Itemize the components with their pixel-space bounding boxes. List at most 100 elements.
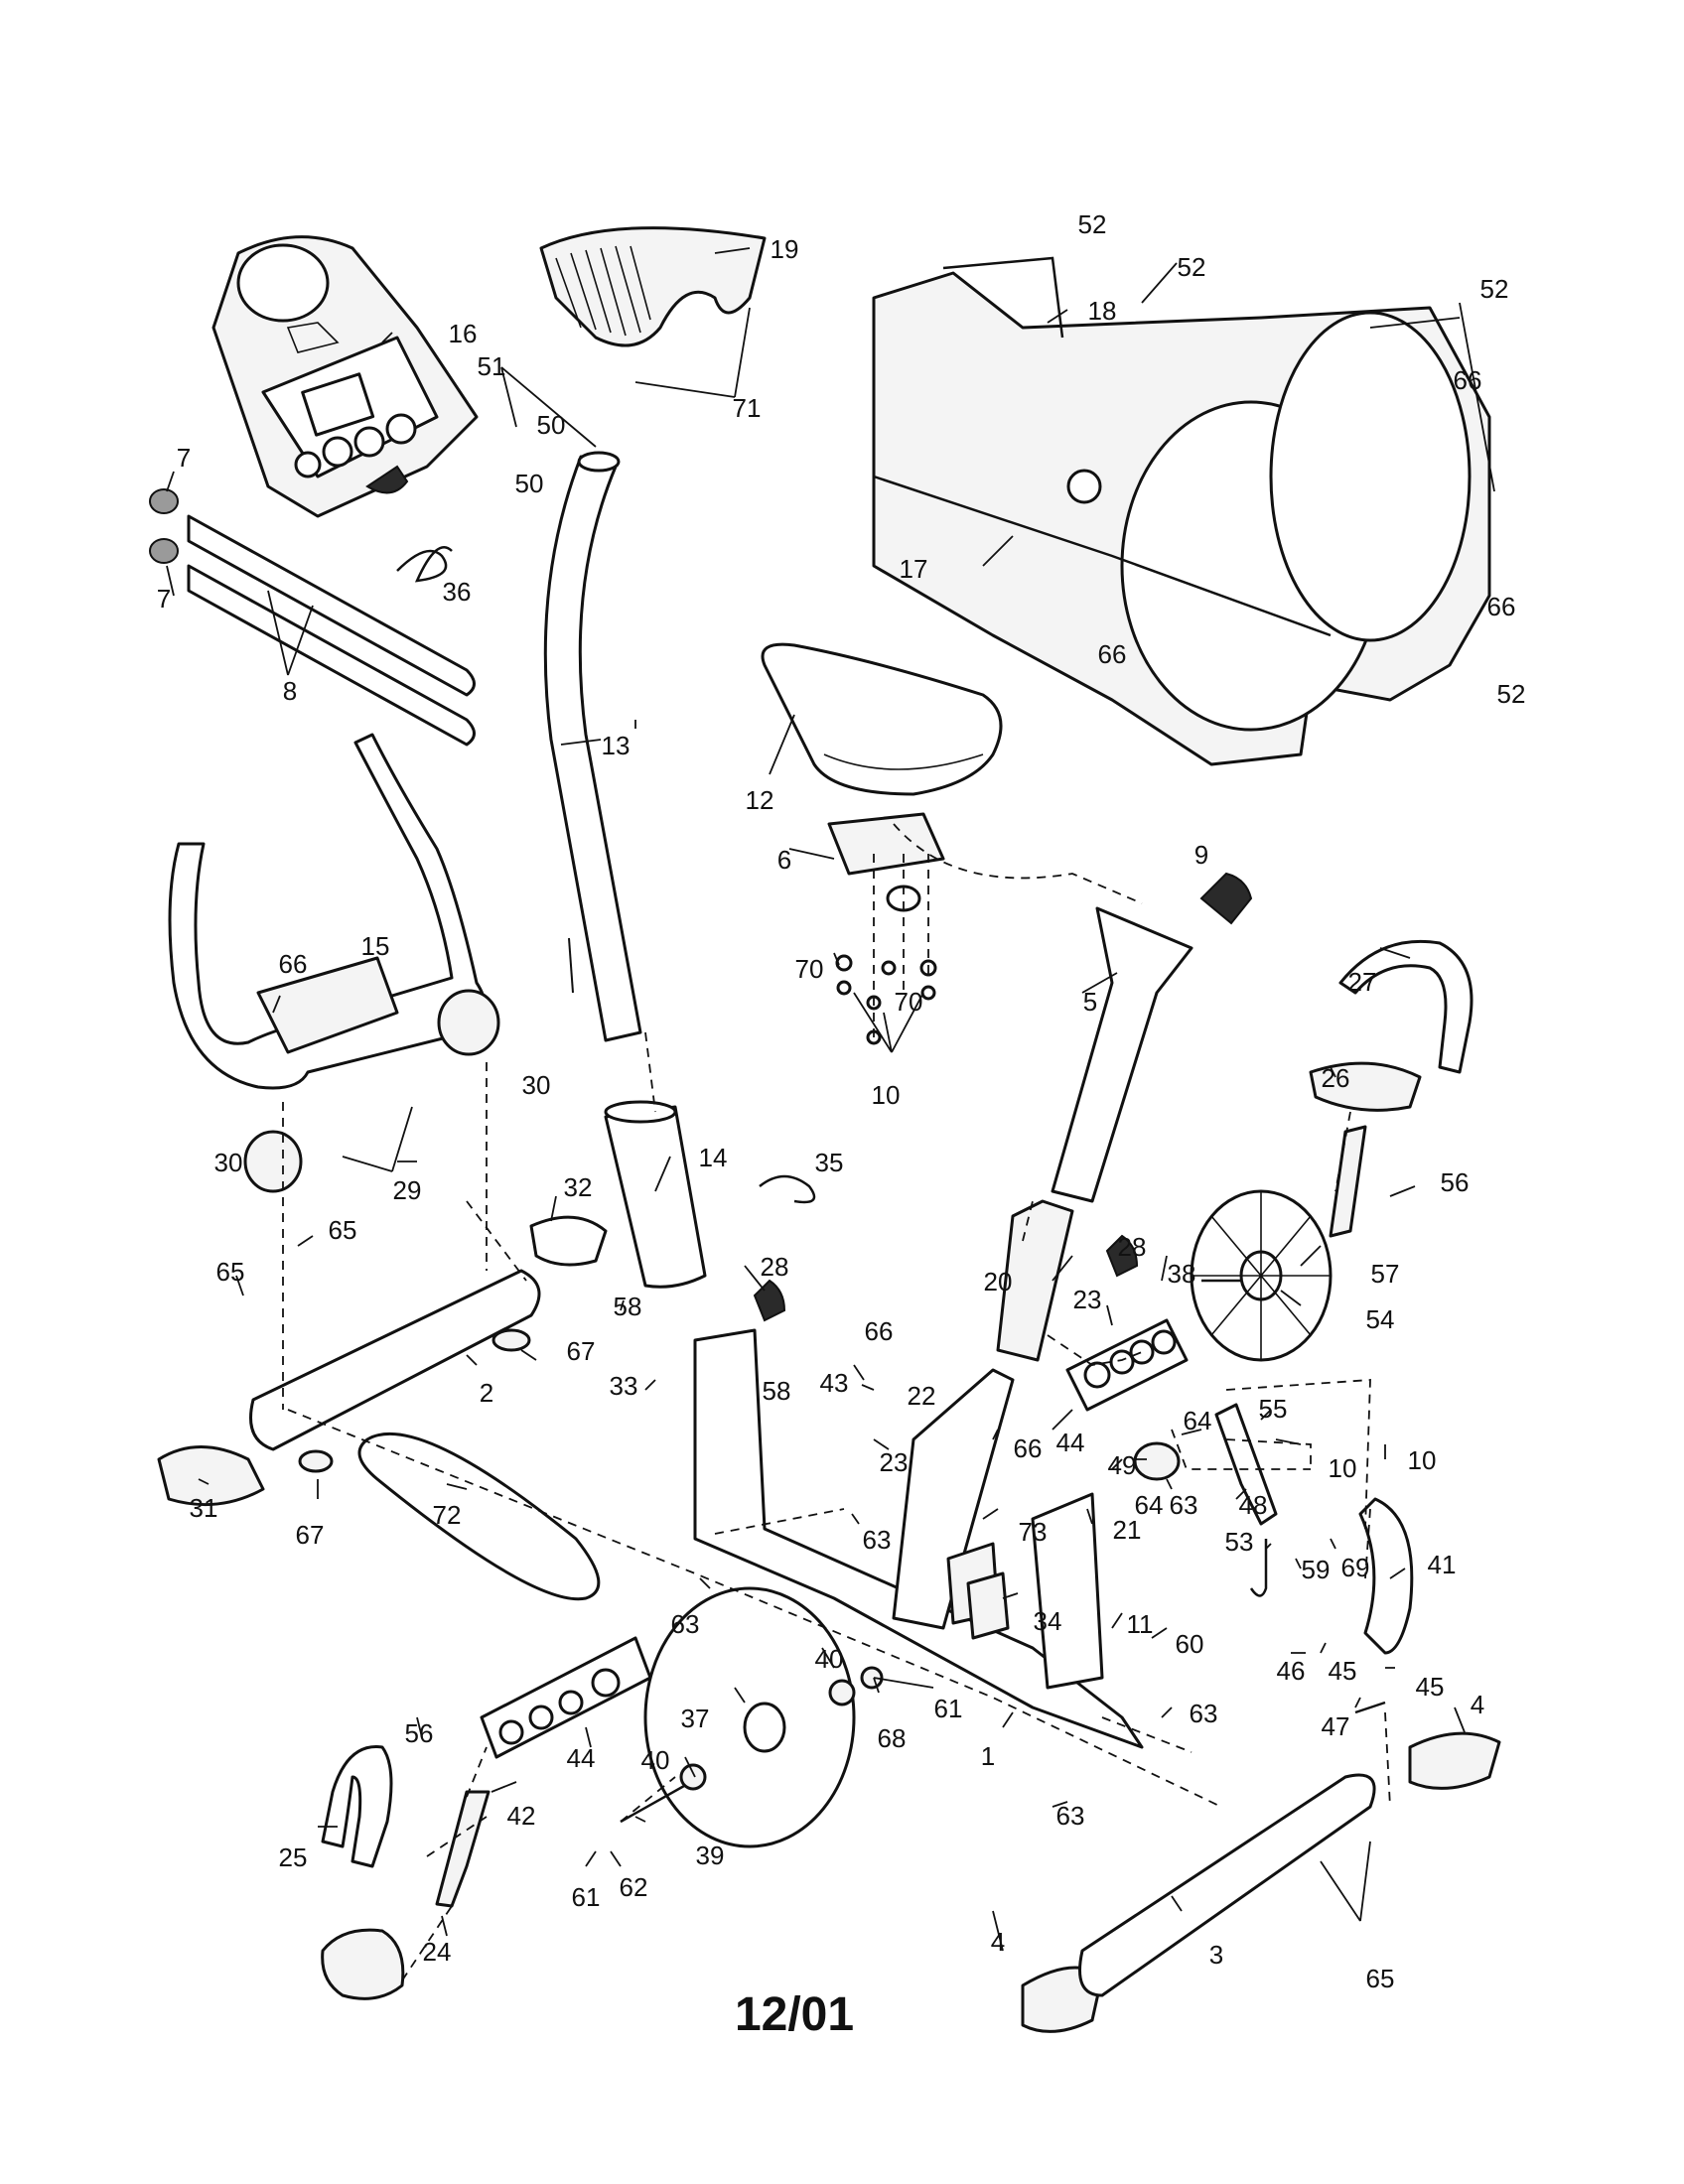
callout-17: 17 — [900, 554, 928, 584]
callout-33: 33 — [610, 1371, 638, 1401]
callout-12: 12 — [746, 785, 774, 815]
callout-45-left: 45 — [1329, 1656, 1357, 1686]
callout-30-upper: 30 — [522, 1070, 551, 1100]
pedal-left-part — [321, 1928, 405, 2000]
callout-66-d: 66 — [279, 949, 308, 979]
callout-10-brake: 10 — [1408, 1445, 1437, 1475]
callout-65-upper: 65 — [329, 1215, 357, 1245]
callout-18: 18 — [1088, 296, 1117, 326]
callout-30-lower: 30 — [214, 1148, 243, 1177]
transport-wheel-lower-part — [243, 1130, 303, 1193]
callout-57: 57 — [1371, 1259, 1400, 1289]
callout-10-bracket: 10 — [1329, 1453, 1357, 1483]
shroud-assembly-part — [872, 256, 1491, 766]
bearing-set-left-part — [480, 1636, 652, 1759]
console-cover-part — [539, 226, 767, 347]
callout-14: 14 — [699, 1143, 728, 1172]
callout-55: 55 — [1259, 1394, 1288, 1424]
upright-clip-part — [529, 1215, 608, 1267]
callout-53: 53 — [1225, 1527, 1254, 1557]
callout-labels: 7 7 8 16 19 51 50 50 71 36 13 52 52 52 5… — [157, 209, 1526, 1993]
pedal-strap-right-part — [1338, 939, 1474, 1074]
callout-63-b: 63 — [863, 1525, 892, 1555]
callout-32: 32 — [564, 1172, 593, 1202]
callout-7-lower: 7 — [157, 584, 171, 614]
seat-part — [761, 642, 1003, 796]
callout-41: 41 — [1428, 1550, 1457, 1579]
upright-sleeve-part — [604, 1105, 707, 1289]
callout-7-upper: 7 — [177, 443, 191, 473]
handlebar-tube-pair-part — [187, 514, 476, 747]
callout-71: 71 — [733, 393, 762, 423]
rear-stabilizer-cap-upper-part — [1408, 1731, 1501, 1790]
callout-22: 22 — [908, 1381, 936, 1411]
callout-51: 51 — [478, 351, 506, 381]
callout-52-d: 52 — [1497, 679, 1526, 709]
callout-66-c: 66 — [1098, 639, 1127, 669]
callout-49: 49 — [1108, 1450, 1137, 1480]
callout-63-c: 63 — [671, 1609, 700, 1639]
callout-60: 60 — [1176, 1629, 1204, 1659]
callout-28-left: 28 — [761, 1252, 789, 1282]
callout-35: 35 — [815, 1148, 844, 1177]
end-cap-lower-part — [149, 538, 179, 564]
adjustment-knob-left-part — [753, 1279, 786, 1322]
callout-58-left: 58 — [614, 1292, 642, 1321]
callout-11: 11 — [1127, 1609, 1154, 1639]
callout-46: 46 — [1277, 1656, 1306, 1686]
callout-70-left: 70 — [795, 954, 824, 984]
handlebar-part — [168, 733, 487, 1090]
seat-post-part — [1051, 906, 1193, 1203]
callout-29: 29 — [393, 1175, 422, 1205]
callout-23-upper: 23 — [1073, 1285, 1102, 1314]
callout-39: 39 — [696, 1841, 725, 1870]
flywheel-bearing-upper-part — [828, 1679, 856, 1706]
speed-sensor-part — [966, 1571, 1010, 1640]
callout-66-f: 66 — [1014, 1433, 1043, 1463]
callout-63-e: 63 — [1056, 1801, 1085, 1831]
callout-42: 42 — [507, 1801, 536, 1831]
seat-knob-part — [1199, 872, 1253, 925]
callout-34: 34 — [1034, 1606, 1062, 1636]
console-part — [211, 235, 479, 518]
crank-right-part — [1329, 1125, 1367, 1238]
callout-4-lower: 4 — [991, 1927, 1005, 1957]
pedal-strap-left-part — [321, 1745, 393, 1868]
callout-54: 54 — [1366, 1304, 1395, 1334]
callout-40-lower: 40 — [641, 1745, 670, 1775]
callout-52-a: 52 — [1078, 209, 1107, 239]
callout-63-d: 63 — [1190, 1699, 1218, 1728]
sensor-wire-part — [759, 1174, 816, 1204]
callout-6: 6 — [777, 845, 791, 875]
seat-post-sleeve-part — [996, 1199, 1074, 1362]
callout-64-upper: 64 — [1184, 1406, 1212, 1435]
crank-left-part — [435, 1790, 491, 1908]
callout-27: 27 — [1348, 967, 1377, 997]
callout-19: 19 — [771, 234, 799, 264]
callout-56-right: 56 — [1441, 1167, 1470, 1197]
idler-bracket-part — [1214, 1403, 1278, 1526]
callout-48: 48 — [1239, 1490, 1268, 1520]
callout-38: 38 — [1168, 1259, 1196, 1289]
callout-37: 37 — [681, 1704, 710, 1733]
rear-stabilizer-part — [1078, 1773, 1376, 1997]
callout-1: 1 — [981, 1741, 995, 1771]
callout-66-a: 66 — [1454, 365, 1482, 395]
callout-31: 31 — [190, 1493, 218, 1523]
callout-58-right: 58 — [763, 1376, 791, 1406]
seat-carriage-part — [827, 812, 945, 876]
callout-20: 20 — [984, 1267, 1013, 1297]
callout-69: 69 — [1341, 1553, 1370, 1582]
callout-62: 62 — [620, 1872, 648, 1902]
leveler-lower-part — [298, 1449, 334, 1473]
callout-10-seat: 10 — [872, 1080, 901, 1110]
callout-65-lower: 65 — [1366, 1964, 1395, 1993]
callout-5: 5 — [1083, 987, 1097, 1017]
callout-56-left: 56 — [405, 1718, 434, 1748]
callout-61-upper: 61 — [934, 1694, 963, 1723]
bearing-set-right-part — [1065, 1318, 1189, 1412]
callout-23-lower: 23 — [880, 1447, 909, 1477]
callout-4-upper: 4 — [1471, 1690, 1484, 1719]
callout-16: 16 — [449, 319, 478, 348]
